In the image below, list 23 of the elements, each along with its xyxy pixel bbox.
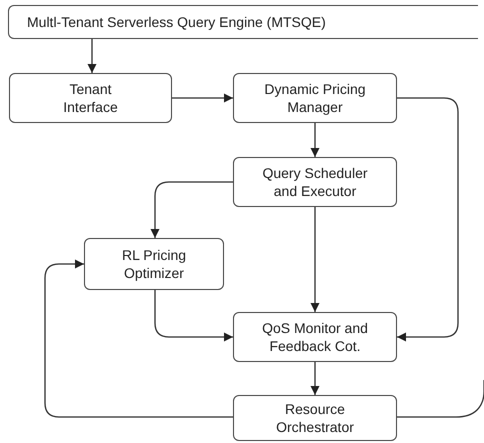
process-box	[233, 312, 397, 362]
arrow	[150, 181, 233, 238]
process-box	[233, 157, 397, 207]
process-box	[9, 73, 172, 123]
node-label: QoS Monitor and Feedback Cot.	[261, 319, 369, 355]
process-box	[233, 395, 397, 441]
node-label: Resource Orchestrator	[275, 400, 355, 436]
node-label: Tenant Interface	[62, 80, 119, 116]
arrow	[310, 362, 320, 395]
header-box	[8, 5, 478, 39]
arrow	[310, 123, 320, 157]
arrow	[172, 93, 233, 103]
arrow	[44, 259, 233, 418]
arrow	[87, 39, 97, 73]
node-label: Query Scheduler and Executor	[261, 164, 369, 200]
arrow	[310, 207, 320, 312]
node-label: RL Pricing Optimizer	[120, 246, 188, 282]
arrow	[154, 290, 233, 342]
process-box	[84, 238, 224, 290]
arrow	[397, 97, 459, 342]
process-box	[233, 73, 397, 123]
node-label: Multl-Tenant Serverless Query Engine (MTSQE)	[27, 13, 326, 31]
node-label: Dynamic Pricing Manager	[263, 80, 367, 116]
